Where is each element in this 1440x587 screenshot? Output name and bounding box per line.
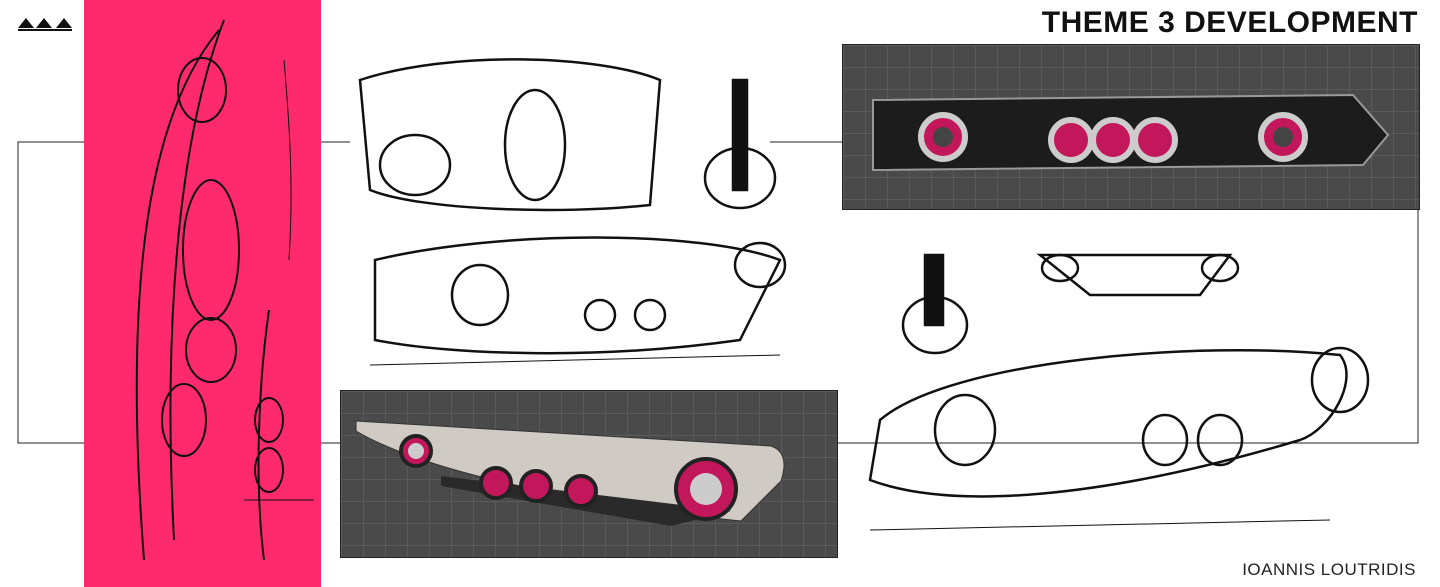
car-top-sketch <box>135 19 314 561</box>
taillight-render <box>872 93 1390 172</box>
logo-icon <box>18 18 72 31</box>
author-name: IOANNIS LOUTRIDIS <box>1242 560 1416 579</box>
pink-sketch-panel <box>84 0 321 587</box>
render-bottom <box>340 390 838 558</box>
taillight-render-2 <box>355 420 785 526</box>
render-top-right <box>842 44 1420 210</box>
page-title: THEME 3 DEVELOPMENT <box>1041 6 1418 39</box>
